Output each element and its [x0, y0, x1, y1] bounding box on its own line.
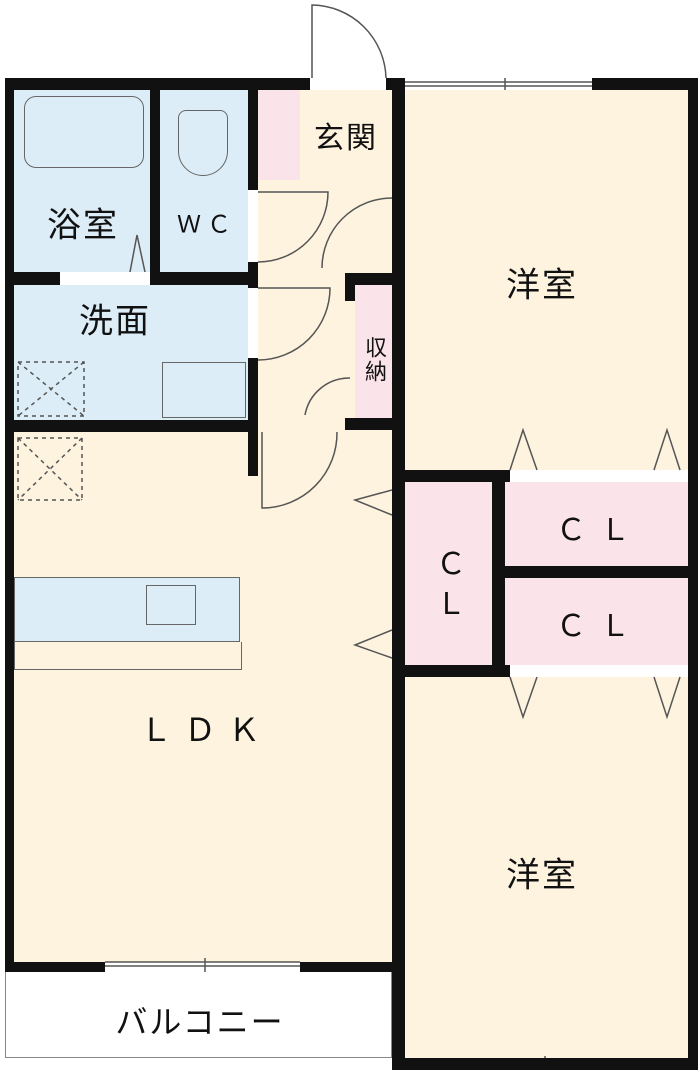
wall: [345, 273, 392, 285]
wall: [492, 470, 505, 677]
ldk-area: [14, 432, 392, 962]
ldk-label: ＬＤＫ: [139, 711, 273, 749]
western-room-top-area: [405, 90, 688, 470]
wash-basin: [162, 362, 246, 418]
cl-top-door-marks: [509, 427, 681, 471]
closet-left-area: [405, 482, 492, 665]
wall: [5, 420, 258, 432]
counter-extension: [14, 642, 242, 670]
wall: [392, 78, 405, 1070]
kitchen-counter: [14, 577, 240, 642]
washroom-label: 洗面: [79, 301, 151, 342]
balcony-label: バルコニー: [115, 1003, 285, 1041]
bathroom-label: 浴室: [47, 205, 119, 246]
wall: [5, 272, 60, 285]
storage-label: 収納: [361, 336, 386, 384]
bathroom-area: [14, 90, 150, 272]
balcony-area: [5, 972, 392, 1058]
laundry-pan-x: [17, 361, 85, 417]
wall: [150, 90, 160, 285]
bath-door: [129, 234, 146, 273]
entrance-door-swing: [311, 4, 387, 79]
western-room-bottom-area: [405, 677, 688, 1058]
wall: [5, 78, 14, 972]
wall: [300, 962, 392, 972]
closet-top-area: [505, 482, 688, 566]
entrance-label: 玄関: [314, 121, 378, 156]
toilet-label: ＷＣ: [177, 210, 237, 239]
wall: [150, 272, 258, 285]
wall: [592, 78, 698, 90]
closet-top-label: ＣＬ: [556, 513, 644, 548]
wall: [345, 418, 392, 430]
storage-door-swing: [304, 377, 351, 416]
shoe-storage: [258, 90, 300, 180]
wall: [248, 358, 258, 432]
window-ldk: [105, 958, 300, 972]
washroom-area: [14, 285, 248, 420]
wall: [392, 665, 510, 677]
wall: [392, 470, 510, 482]
kitchen-sink: [146, 585, 196, 625]
wc-door-swing: [257, 191, 329, 263]
wall: [392, 1058, 698, 1070]
western-room-bottom-label: 洋室: [506, 855, 578, 896]
wall: [505, 566, 688, 578]
wall: [5, 78, 310, 90]
cl-bottom-door-marks: [509, 676, 681, 720]
entrance-area: [300, 90, 392, 180]
ldk-door-swing: [261, 431, 338, 509]
wall: [688, 78, 698, 1070]
wash-door-swing: [257, 287, 331, 361]
hall-door-swing: [321, 197, 393, 269]
closet-left-label: ＣＬ: [430, 548, 465, 628]
closet-bottom-area: [505, 578, 688, 665]
closet-bottom-label: ＣＬ: [556, 609, 644, 644]
storage-area: [355, 285, 392, 418]
pantry-x: [17, 437, 83, 501]
wall: [248, 432, 258, 476]
toilet-bowl: [178, 110, 228, 176]
cl-left-door-marks: [352, 489, 393, 659]
wall: [5, 962, 105, 972]
wall: [345, 273, 355, 301]
wall: [248, 90, 258, 190]
bathtub: [24, 96, 144, 168]
western-room-top-label: 洋室: [506, 265, 578, 306]
window-top: [405, 78, 600, 90]
